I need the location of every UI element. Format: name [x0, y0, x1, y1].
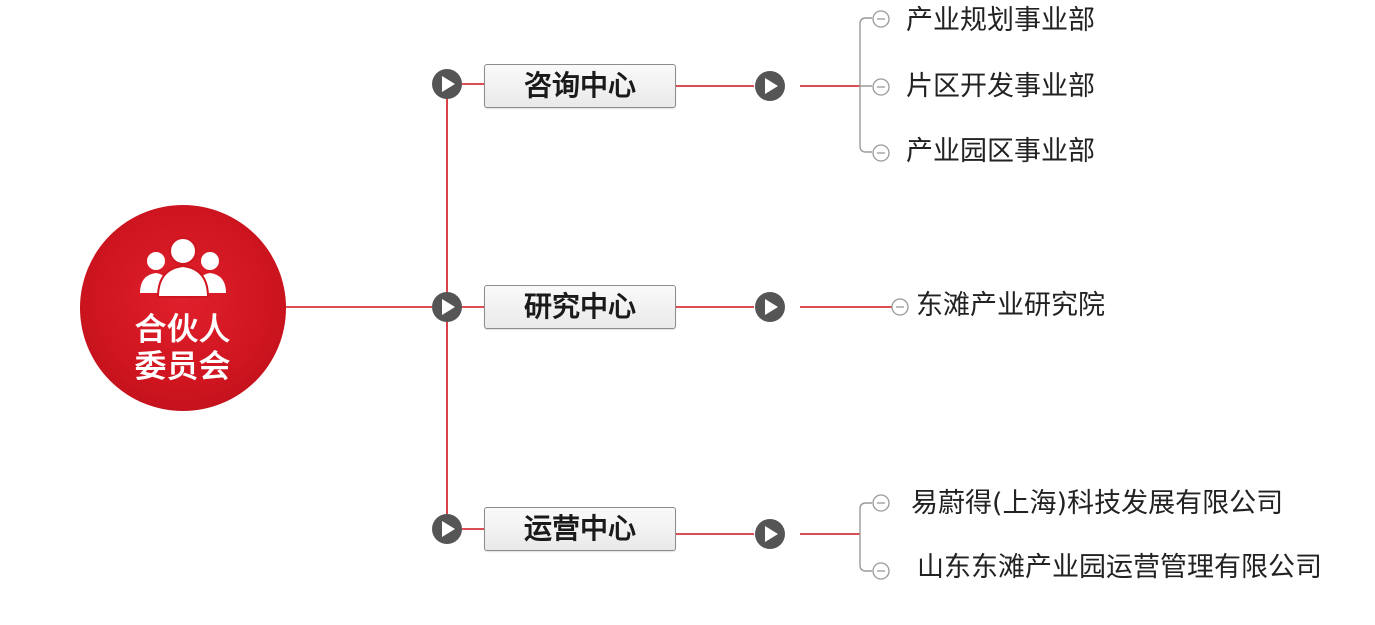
people-group-icon [140, 237, 226, 298]
collapse-icon[interactable] [872, 562, 890, 580]
expander-icon[interactable] [432, 514, 462, 544]
leaf-node[interactable]: 易蔚得(上海)科技发展有限公司 [911, 488, 1284, 519]
leaf-bracket-2 [859, 502, 872, 572]
root-node[interactable]: 合伙人 委员会 [80, 205, 286, 411]
collapse-icon[interactable] [872, 144, 890, 162]
collapse-icon[interactable] [891, 298, 909, 316]
leaf-bracket-0 [859, 17, 872, 153]
leaf-node[interactable]: 东滩产业研究院 [916, 290, 1105, 321]
root-title-line2: 委员会 [135, 349, 231, 385]
center-node-research[interactable]: 研究中心 [484, 285, 676, 329]
center-node-operations[interactable]: 运营中心 [484, 507, 676, 551]
leaf-node[interactable]: 片区开发事业部 [906, 71, 1095, 102]
expander-icon[interactable] [755, 292, 785, 322]
collapse-icon[interactable] [872, 494, 890, 512]
expander-icon[interactable] [432, 69, 462, 99]
collapse-icon[interactable] [872, 10, 890, 28]
root-title-line1: 合伙人 [135, 312, 231, 348]
leaf-node[interactable]: 产业规划事业部 [906, 5, 1095, 36]
expander-icon[interactable] [755, 71, 785, 101]
expander-icon[interactable] [755, 519, 785, 549]
leaf-node[interactable]: 产业园区事业部 [906, 136, 1095, 167]
collapse-icon[interactable] [872, 78, 890, 96]
center-node-consulting[interactable]: 咨询中心 [484, 64, 676, 108]
expander-icon[interactable] [432, 292, 462, 322]
leaf-node[interactable]: 山东东滩产业园运营管理有限公司 [917, 552, 1322, 583]
